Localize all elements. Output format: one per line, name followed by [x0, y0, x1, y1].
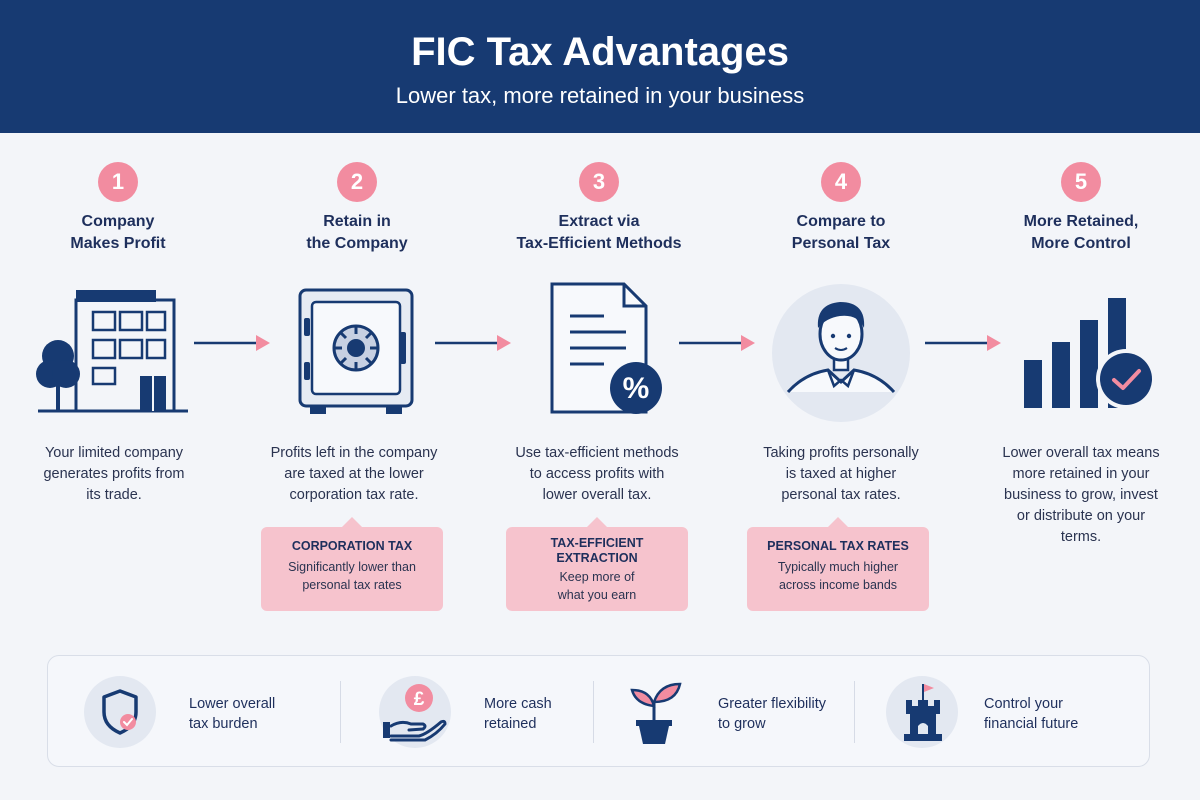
step-2-number: 2: [337, 162, 377, 202]
safe-icon: [298, 288, 414, 414]
page-title: FIC Tax Advantages: [411, 30, 789, 74]
step-3-number: 3: [579, 162, 619, 202]
benefit-divider: [593, 681, 594, 743]
callout-body: Keep more of what you earn: [557, 570, 637, 602]
flow-arrow-4: [925, 335, 1001, 351]
callout-title: PERSONAL TAX RATES: [767, 539, 909, 553]
callout-tax-efficient-extraction: TAX-EFFICIENT EXTRACTION Keep more of wh…: [506, 517, 688, 611]
step-4-description: Taking profits personally is taxed at hi…: [763, 445, 919, 503]
step-2: 2 Retain in the Company: [247, 162, 467, 255]
benefit-control: Control your financial future: [886, 676, 1126, 748]
benefit-lower-tax: Lower overall tax burden: [84, 676, 354, 748]
person-icon: [772, 284, 910, 422]
flow-arrow-1: [194, 335, 270, 351]
svg-text:%: %: [623, 372, 650, 405]
flow-arrow-3: [679, 335, 755, 351]
benefit-label: Lower overall tax burden: [189, 696, 276, 732]
callout-personal-tax-rates: PERSONAL TAX RATES Typically much higher…: [747, 517, 929, 611]
step-1: 1 Company Makes Profit: [8, 162, 228, 255]
benefit-label: More cash retained: [484, 696, 552, 732]
step-5: 5 More Retained, More Control: [971, 162, 1191, 255]
callout-title: CORPORATION TAX: [291, 539, 413, 553]
benefit-label: Control your financial future: [984, 696, 1079, 732]
header-banner: FIC Tax Advantages Lower tax, more retai…: [0, 0, 1200, 133]
callout-title: TAX-EFFICIENT EXTRACTION: [550, 536, 644, 565]
step-1-title: Company Makes Profit: [70, 213, 166, 252]
callout-body: Significantly lower than personal tax ra…: [288, 560, 416, 592]
step-5-title: More Retained, More Control: [1023, 213, 1139, 252]
step-5-description: Lower overall tax means more retained in…: [1002, 445, 1160, 545]
hand-pound-coin-icon: £: [383, 684, 447, 742]
plant-pot-icon: [630, 682, 682, 744]
benefit-label: Greater flexibility to grow: [718, 696, 826, 732]
benefit-divider: [854, 681, 855, 743]
castle-tower-flag-icon: [904, 684, 942, 741]
office-building-icon: [36, 290, 188, 413]
step-2-title: Retain in the Company: [306, 213, 408, 252]
step-4-number: 4: [821, 162, 861, 202]
step-5-number: 5: [1061, 162, 1101, 202]
step-3-title: Extract via Tax-Efficient Methods: [516, 213, 682, 252]
benefits-panel: Lower overall tax burden £ More cash ret…: [47, 655, 1150, 767]
benefit-divider: [340, 681, 341, 743]
step-1-number: 1: [98, 162, 138, 202]
page-subtitle: Lower tax, more retained in your busines…: [395, 83, 805, 108]
step-1-description: Your limited company generates profits f…: [43, 445, 185, 503]
callout-corporation-tax: CORPORATION TAX Significantly lower than…: [261, 517, 443, 611]
step-4: 4 Compare to Personal Tax: [731, 162, 951, 255]
shield-check-icon: [102, 689, 138, 735]
benefit-icon-circle: [84, 676, 156, 748]
benefit-more-cash: £ More cash retained: [379, 676, 609, 748]
step-4-title: Compare to Personal Tax: [791, 213, 891, 252]
bar-chart-check-icon: [1024, 298, 1156, 409]
benefit-flexibility: Greater flexibility to grow: [614, 676, 894, 748]
callout-body: Typically much higher across income band…: [777, 560, 899, 592]
step-2-description: Profits left in the company are taxed at…: [270, 445, 438, 503]
svg-text:£: £: [414, 689, 425, 710]
flow-arrow-2: [435, 335, 511, 351]
step-3-description: Use tax-efficient methods to access prof…: [515, 445, 679, 503]
step-3: 3 Extract via Tax-Efficient Methods: [489, 162, 709, 255]
document-percent-icon: %: [550, 282, 662, 414]
